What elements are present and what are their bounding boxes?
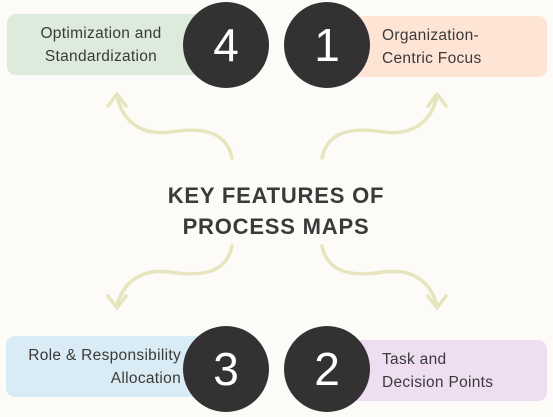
feature-4-line2: Standardization — [44, 47, 158, 65]
arrow-to-feature-4 — [115, 94, 234, 160]
feature-number-badge-1: 1 — [284, 2, 370, 88]
feature-2-line1: Task and — [382, 350, 447, 368]
diagram-title: KEY FEATURES OF PROCESS MAPS — [126, 180, 426, 242]
feature-3-line1: Role & Responsibility — [28, 346, 181, 364]
feature-number-badge-3: 3 — [183, 326, 269, 412]
arrowhead-feature-4 — [106, 92, 128, 108]
feature-1-line2: Centric Focus — [382, 49, 482, 67]
feature-card-3: Role & Responsibility Allocation — [6, 336, 217, 397]
feature-card-4: Optimization and Standardization — [7, 14, 217, 75]
title-line2: PROCESS MAPS — [182, 214, 370, 239]
feature-4-line1: Optimization and — [40, 24, 162, 42]
arrow-to-feature-2 — [320, 244, 439, 308]
arrowhead-feature-3 — [106, 294, 128, 310]
feature-number-badge-4: 4 — [183, 2, 269, 88]
feature-1-line1: Organization- — [382, 26, 479, 44]
arrowhead-feature-1 — [426, 92, 448, 108]
title-line1: KEY FEATURES OF — [167, 183, 385, 208]
feature-3-line2: Allocation — [110, 369, 181, 387]
feature-2-line2: Decision Points — [382, 373, 494, 391]
arrow-to-feature-3 — [115, 244, 234, 308]
feature-number-badge-2: 2 — [284, 326, 370, 412]
arrow-to-feature-1 — [320, 94, 439, 160]
arrowhead-feature-2 — [426, 294, 448, 310]
